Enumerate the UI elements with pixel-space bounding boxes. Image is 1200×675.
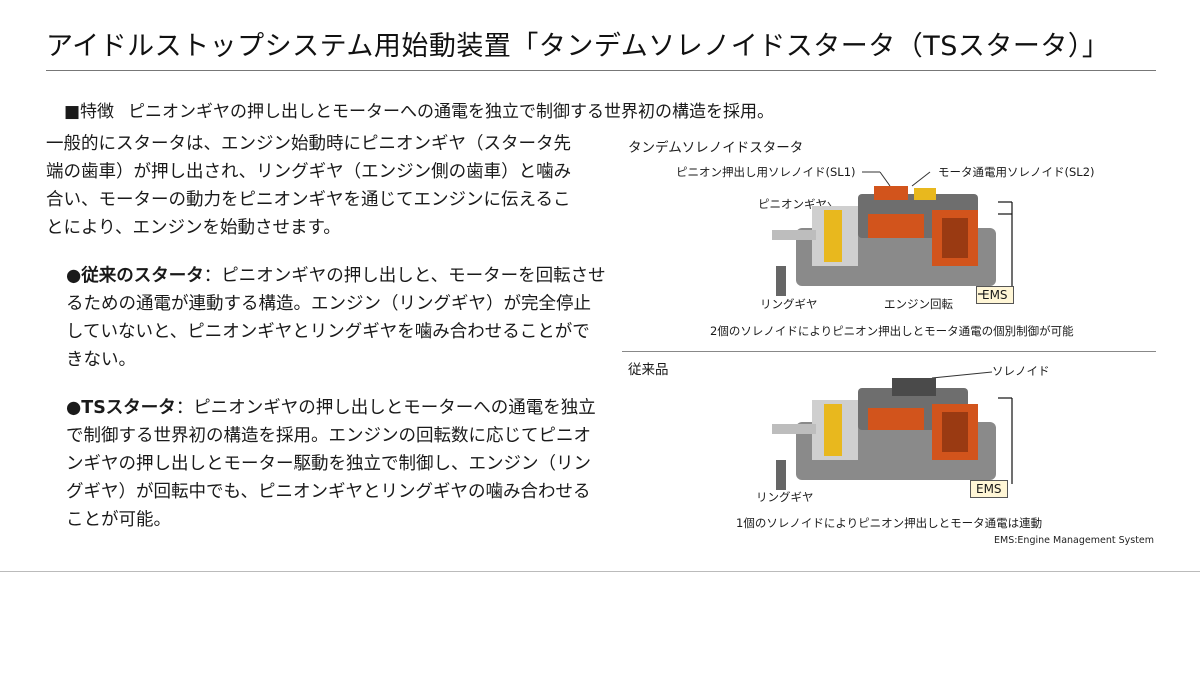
diagram-panel: タンデムソレノイドスタータ ピニオン押出し用ソレノイド(SL1) モータ通電用ソ… bbox=[622, 130, 1156, 550]
bottom-divider bbox=[0, 571, 1200, 572]
ts-head: ●TSスタータ bbox=[66, 398, 176, 418]
feature-tag: ■特徴 bbox=[64, 102, 115, 122]
conventional-head: ●従来のスタータ bbox=[66, 266, 204, 286]
feature-line: ■特徴ピニオンギヤの押し出しとモーターへの通電を独立で制御する世界初の構造を採用… bbox=[64, 97, 774, 122]
ts-text: ：ピニオンギヤの押し出しとモーターへの通電を独立で制御する世界初の構造を採用。エ… bbox=[66, 398, 596, 530]
ring-gear-label: リングギヤ bbox=[760, 297, 818, 311]
ts-paragraph: ●TSスタータ：ピニオンギヤの押し出しとモーターへの通電を独立で制御する世界初の… bbox=[46, 394, 606, 534]
pinion-label: ピニオンギヤ bbox=[758, 197, 827, 211]
sl1-label: ピニオン押出し用ソレノイド(SL1) bbox=[676, 165, 856, 179]
ems-box-tandem: EMS bbox=[976, 286, 1014, 304]
ems-box-conventional: EMS bbox=[970, 480, 1008, 498]
tandem-starter-illustration bbox=[772, 171, 1013, 296]
title-divider bbox=[46, 70, 1156, 71]
diagram-divider bbox=[622, 351, 1156, 352]
conventional-paragraph: ●従来のスタータ：ピニオンギヤの押し出しと、モーターを回転させるための通電が連動… bbox=[46, 262, 606, 374]
page-title: アイドルストップシステム用始動装置「タンデムソレノイドスタータ（TSスタータ）」 bbox=[46, 31, 1110, 62]
sl2-label: モータ通電用ソレノイド(SL2) bbox=[938, 165, 1095, 179]
feature-text: ピニオンギヤの押し出しとモーターへの通電を独立で制御する世界初の構造を採用。 bbox=[128, 102, 775, 122]
intro-paragraph: 一般的にスタータは、エンジン始動時にピニオンギヤ（スタータ先端の歯車）が押し出さ… bbox=[46, 134, 572, 238]
solenoid-label: ソレノイド bbox=[992, 364, 1050, 378]
engine-rotation-label: エンジン回転 bbox=[884, 297, 953, 311]
conventional-text: ：ピニオンギヤの押し出しと、モーターを回転させるための通電が連動する構造。エンジ… bbox=[66, 266, 606, 370]
conventional-note: 1個のソレノイドによりピニオン押出しとモータ通電は連動 bbox=[736, 516, 1043, 530]
ring-gear-label-conventional: リングギヤ bbox=[756, 490, 814, 504]
ems-footnote: EMS:Engine Management System bbox=[994, 535, 1155, 546]
tandem-caption: タンデムソレノイドスタータ bbox=[628, 140, 804, 156]
tandem-note: 2個のソレノイドによりピニオン押出しとモータ通電の個別制御が可能 bbox=[710, 324, 1074, 338]
conventional-caption: 従来品 bbox=[628, 362, 669, 378]
conventional-starter-illustration bbox=[772, 371, 1013, 490]
